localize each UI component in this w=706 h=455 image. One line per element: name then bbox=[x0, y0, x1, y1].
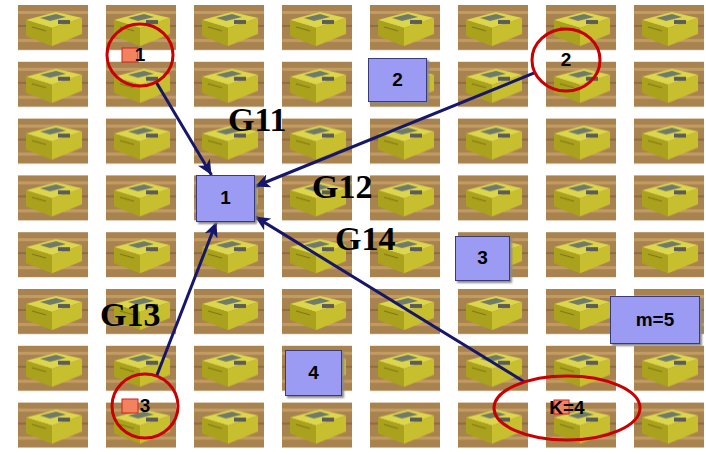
gain-label: G14 bbox=[335, 222, 395, 256]
circle-outline bbox=[494, 376, 640, 440]
node-number: 1 bbox=[220, 188, 231, 209]
circle-outline bbox=[112, 374, 178, 438]
transmitter-circle: 2 bbox=[530, 27, 602, 93]
node-number: 1 bbox=[135, 45, 146, 66]
node-number: K=4 bbox=[549, 398, 584, 419]
receiver-box: 2 bbox=[368, 58, 427, 102]
node-number: m=5 bbox=[636, 310, 675, 331]
channel-arrow bbox=[156, 82, 211, 175]
gain-label: G13 bbox=[100, 298, 160, 332]
node-number: 3 bbox=[477, 248, 488, 269]
node-number: 4 bbox=[308, 363, 319, 384]
transmitter-circle: 1 bbox=[105, 22, 175, 88]
receiver-box: 3 bbox=[455, 236, 510, 281]
gain-label: G12 bbox=[312, 170, 372, 204]
node-number: 2 bbox=[392, 70, 403, 91]
receiver-box: m=5 bbox=[610, 296, 700, 344]
transmitter-circle: K=4 bbox=[492, 374, 642, 442]
circle-outline bbox=[107, 24, 173, 86]
node-number: 2 bbox=[561, 50, 572, 71]
circle-outline bbox=[532, 29, 600, 91]
receiver-box: 4 bbox=[285, 350, 342, 396]
node-marker bbox=[122, 399, 138, 413]
transmitter-circle: 3 bbox=[110, 372, 180, 440]
gain-label: G11 bbox=[228, 103, 287, 137]
channel-arrow bbox=[157, 222, 217, 376]
node-number: 3 bbox=[140, 396, 151, 417]
receiver-box: 1 bbox=[196, 175, 255, 222]
sensor-tiles bbox=[18, 5, 706, 448]
